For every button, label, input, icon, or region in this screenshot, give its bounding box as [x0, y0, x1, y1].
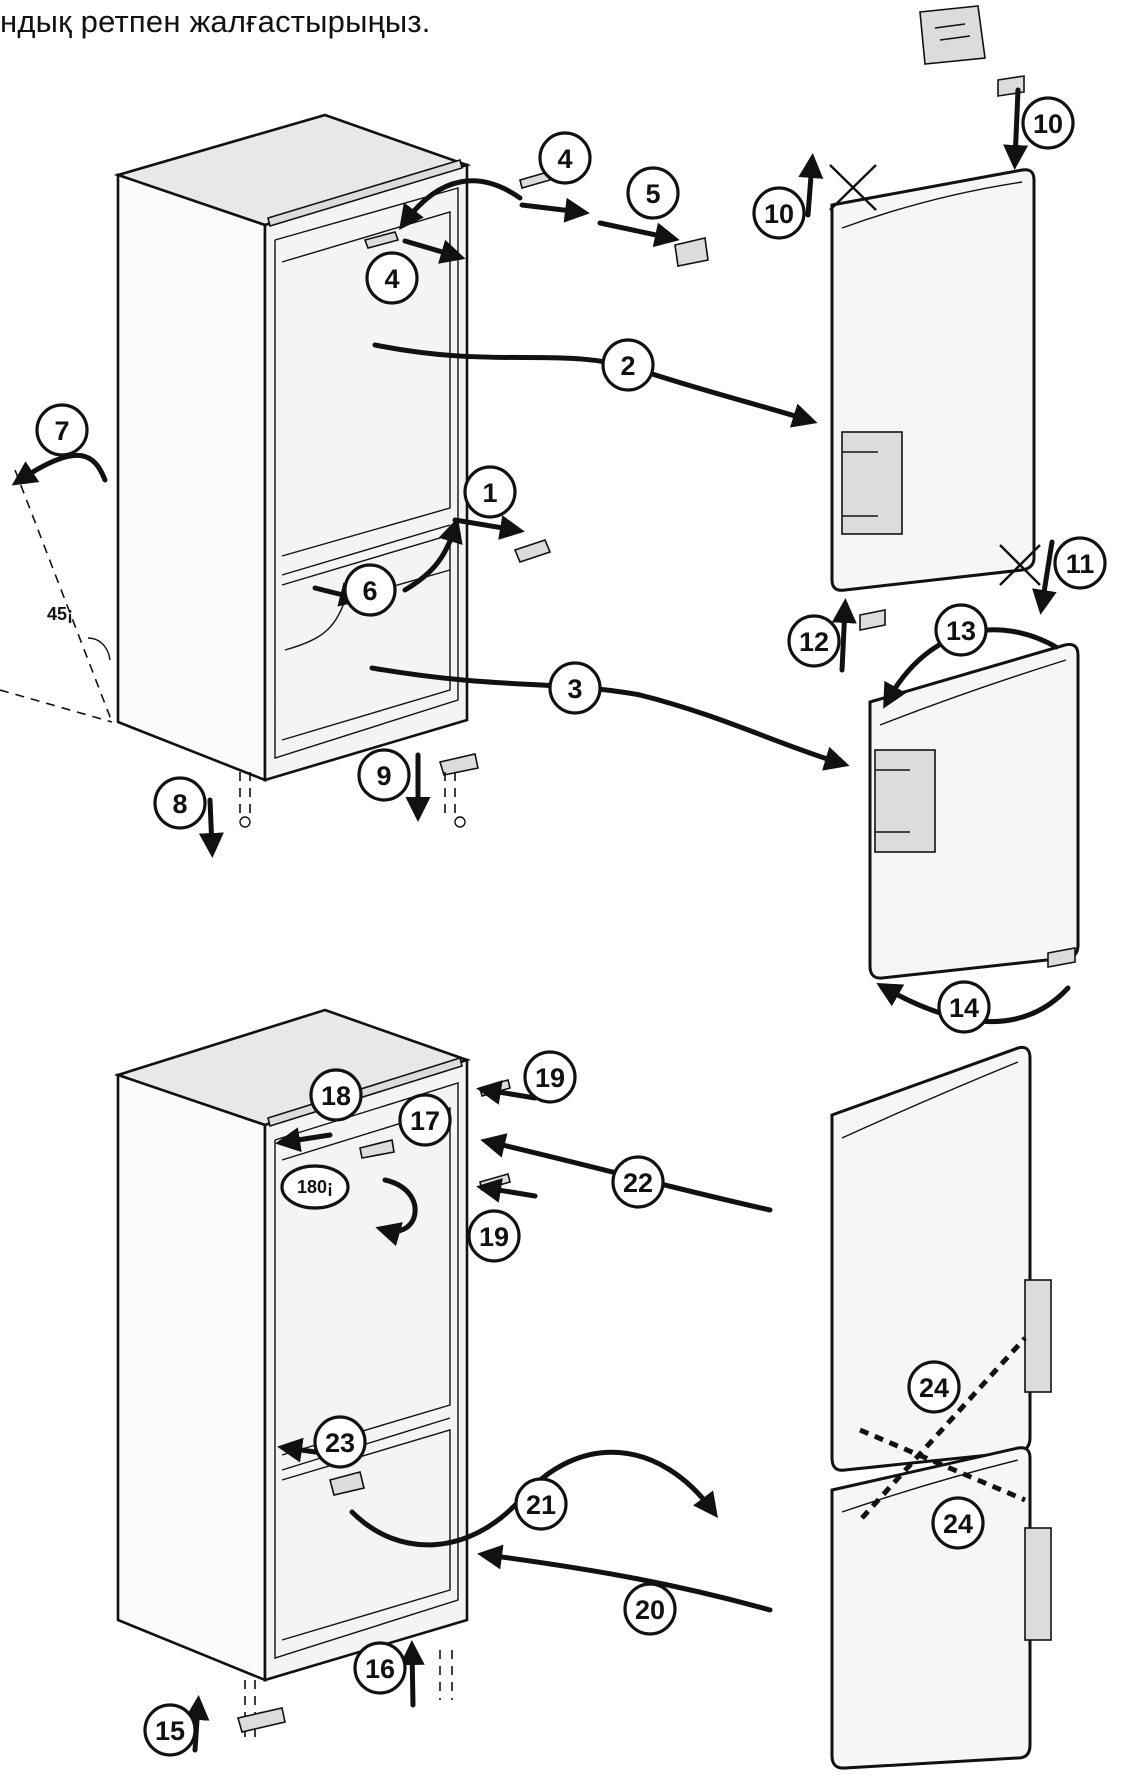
step-label-3: 3	[548, 661, 602, 715]
step-label-16: 16	[353, 1641, 407, 1695]
step-label-text: 12	[799, 627, 829, 657]
step-label-6: 6	[343, 563, 397, 617]
upper-door	[830, 168, 1036, 592]
step-label-24: 24	[907, 1360, 961, 1414]
angle-label-text: 45¡	[47, 604, 73, 624]
fridge-bottom-cabinet	[113, 1008, 511, 1740]
angle-label-1: 180¡	[280, 1164, 350, 1210]
step-label-text: 19	[535, 1063, 565, 1093]
fridge-top-cabinet	[113, 113, 472, 782]
step-label-12: 12	[787, 614, 841, 668]
step-label-text: 21	[526, 1490, 556, 1520]
step-label-5: 5	[626, 166, 680, 220]
step-label-text: 17	[410, 1106, 440, 1136]
step-label-text: 14	[949, 993, 979, 1023]
step-label-9: 9	[357, 748, 411, 802]
step-label-24: 24	[931, 1496, 985, 1550]
step-label-text: 18	[321, 1081, 351, 1111]
step-label-20: 20	[623, 1582, 677, 1636]
step-label-text: 24	[919, 1373, 949, 1403]
step-label-19: 19	[523, 1050, 577, 1104]
step-label-10: 10	[1021, 96, 1075, 150]
step-label-11: 11	[1053, 536, 1107, 590]
step-label-2: 2	[601, 338, 655, 392]
dashed-tilt-guide	[0, 469, 113, 723]
step-label-text: 19	[479, 1222, 509, 1252]
step-label-7: 7	[35, 403, 89, 457]
step-label-10: 10	[752, 186, 806, 240]
lower-right-door-upper	[830, 1046, 1052, 1472]
step-label-text: 15	[155, 1716, 185, 1746]
step-label-21: 21	[514, 1477, 568, 1531]
angle-label-text: 180¡	[297, 1177, 333, 1197]
step-label-text: 9	[376, 761, 391, 791]
lower-right-door-lower	[830, 1446, 1052, 1770]
top-small-parts	[239, 171, 709, 828]
angle-label-0: 45¡	[47, 604, 73, 624]
step-label-text: 24	[943, 1509, 973, 1539]
step-label-text: 1	[482, 478, 497, 508]
step-label-text: 4	[557, 144, 572, 174]
step-label-text: 7	[54, 416, 69, 446]
step-label-23: 23	[313, 1415, 367, 1469]
step-label-text: 3	[567, 674, 582, 704]
step-label-text: 16	[365, 1654, 395, 1684]
step-label-text: 13	[946, 616, 976, 646]
angle-labels-group: 45¡ 180¡	[47, 604, 350, 1210]
step-label-22: 22	[611, 1155, 665, 1209]
step-label-text: 23	[325, 1428, 355, 1458]
instruction-header: ндық ретпен жалғастырыңыз.	[0, 4, 431, 39]
step-label-19: 19	[467, 1209, 521, 1263]
step-label-4: 4	[365, 251, 419, 305]
step-label-15: 15	[143, 1703, 197, 1757]
step-label-14: 14	[937, 980, 991, 1034]
parts-bag-icon	[919, 5, 986, 65]
step-label-18: 18	[309, 1068, 363, 1122]
step-label-text: 11	[1066, 549, 1095, 579]
step-label-17: 17	[398, 1093, 452, 1147]
prohibited-icon	[829, 164, 1041, 586]
step-label-13: 13	[934, 603, 988, 657]
step-label-text: 5	[645, 179, 660, 209]
step-label-1: 1	[463, 465, 517, 519]
step-label-text: 8	[172, 789, 187, 819]
step-label-text: 22	[623, 1168, 653, 1198]
step-label-4: 4	[538, 131, 592, 185]
step-label-text: 2	[620, 351, 635, 381]
step-label-text: 20	[635, 1595, 665, 1625]
step-label-text: 4	[384, 264, 399, 294]
step-label-text: 6	[362, 576, 377, 606]
step-label-text: 10	[1033, 109, 1063, 139]
step-label-text: 10	[764, 199, 794, 229]
middle-door	[868, 643, 1080, 980]
step-label-8: 8	[153, 776, 207, 830]
